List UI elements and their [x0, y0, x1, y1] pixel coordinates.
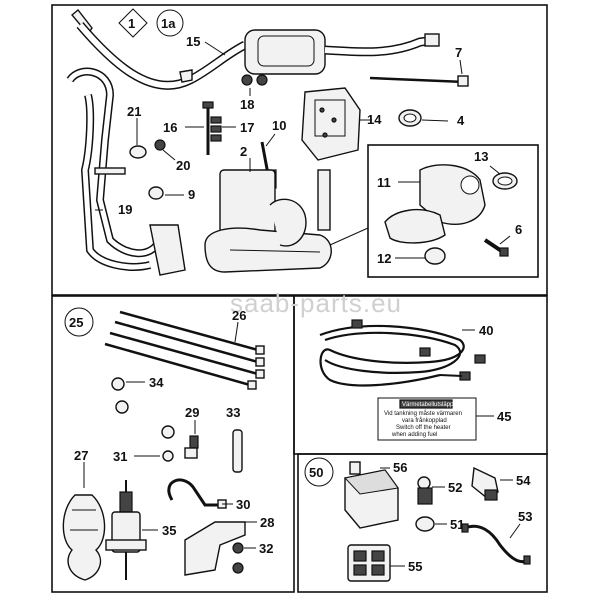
callout-53: 53 [518, 509, 532, 524]
callout-17: 17 [240, 120, 254, 135]
callout-20: 20 [176, 158, 190, 173]
exhaust-pipe [71, 8, 440, 90]
leader-53 [509, 523, 521, 539]
leader-4 [421, 119, 449, 122]
callout-12: 12 [377, 251, 391, 266]
detail-box [367, 144, 539, 278]
leader-26 [234, 321, 239, 343]
fuel-pump-35 [105, 480, 147, 580]
clip-9 [148, 186, 164, 200]
bracket-28 [184, 521, 246, 576]
callout-6: 6 [515, 222, 522, 237]
warning-label-45 [377, 397, 477, 441]
warning-label-line1: Vid tankning måste värmaren [384, 410, 462, 417]
part-20 [154, 139, 166, 151]
nut-51 [415, 516, 435, 532]
callout-4: 4 [457, 113, 465, 128]
warning-label-line4: when adding fuel [391, 432, 437, 438]
clamp-12 [424, 247, 446, 265]
leader-10 [265, 133, 276, 147]
muffler-27 [62, 494, 106, 581]
watermark: saab-parts.eu [230, 288, 402, 318]
callout-14: 14 [367, 112, 382, 127]
callout-28: 28 [260, 515, 274, 530]
warning-label-line3: Switch off the heater [396, 425, 451, 431]
pin-33 [232, 429, 243, 473]
wiring-harness-40 [319, 319, 486, 387]
callout-9: 9 [188, 187, 195, 202]
cable-30 [167, 478, 227, 509]
control-unit-14 [301, 87, 361, 161]
section-c-frame [297, 453, 548, 593]
callout-52: 52 [448, 480, 462, 495]
callout-56: 56 [393, 460, 407, 475]
callout-16: 16 [163, 120, 177, 135]
clamp-13 [492, 172, 518, 190]
callout-21: 21 [127, 104, 141, 119]
warning-label-line2: vara frånkopplad [402, 417, 447, 424]
hoses-19 [66, 67, 186, 276]
nuts-18 [241, 74, 268, 86]
callout-32: 32 [259, 541, 273, 556]
kit-label-25-text: 25 [69, 315, 83, 330]
leader-6 [499, 235, 511, 245]
bolt-assembly-16-17 [202, 101, 222, 155]
valve-11 [384, 164, 486, 244]
leader-detail [329, 227, 369, 246]
kit-label-50: 50 [304, 457, 334, 487]
callout-26: 26 [232, 308, 246, 323]
callout-10: 10 [272, 118, 286, 133]
callout-55: 55 [408, 559, 422, 574]
leader-13 [489, 165, 501, 175]
kit-label-25: 25 [64, 307, 94, 337]
callout-30: 30 [236, 497, 250, 512]
callout-29: 29 [185, 405, 199, 420]
screws-32 [232, 542, 244, 574]
terminal-54 [471, 466, 499, 501]
nuts-34 [111, 377, 129, 414]
callout-35: 35 [162, 523, 176, 538]
leader-7 [459, 59, 463, 75]
screw-6 [483, 238, 509, 257]
callout-15: 15 [186, 34, 200, 49]
warning-label-title: Värmetabellutsläpp [402, 402, 454, 408]
callout-51: 51 [450, 517, 464, 532]
callout-33: 33 [226, 405, 240, 420]
section-a-frame [51, 4, 548, 296]
callout-2: 2 [240, 144, 247, 159]
leader-20 [162, 149, 176, 161]
callout-7: 7 [455, 45, 462, 60]
relay-56 [344, 461, 399, 529]
wire-53 [461, 523, 531, 565]
kit-label-1-text: 1 [128, 16, 135, 31]
callout-11: 11 [377, 175, 391, 190]
clamp-21 [129, 145, 147, 159]
kit-label-50-text: 50 [309, 465, 323, 480]
callout-40: 40 [479, 323, 493, 338]
kit-label-1: 1 1a [118, 8, 184, 38]
kit-label-1a-text: 1a [161, 16, 176, 31]
callout-18: 18 [240, 97, 254, 112]
cable-ties-26 [104, 310, 265, 390]
heater-unit-2 [204, 169, 332, 273]
callout-45: 45 [497, 409, 511, 424]
bolt-52 [417, 476, 433, 505]
callout-19: 19 [118, 202, 132, 217]
damper-29-31 [161, 425, 199, 462]
callout-13: 13 [474, 149, 488, 164]
callout-27: 27 [74, 448, 88, 463]
relay-socket-55 [347, 544, 391, 582]
callout-31: 31 [113, 449, 127, 464]
cable-tie-7 [369, 75, 469, 87]
callout-34: 34 [149, 375, 164, 390]
clamp-4 [398, 109, 422, 127]
leader-15 [204, 41, 226, 56]
callout-54: 54 [516, 473, 531, 488]
